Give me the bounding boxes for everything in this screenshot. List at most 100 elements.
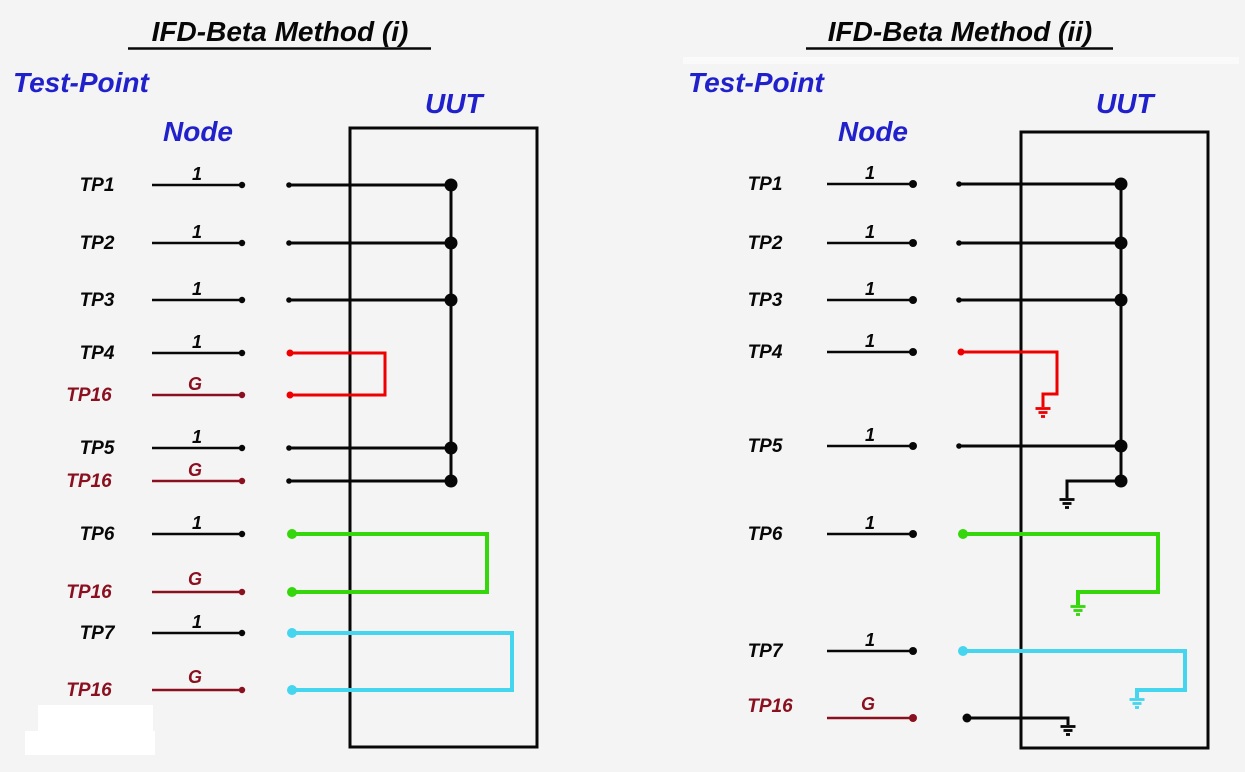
right-uut-box bbox=[1019, 130, 1210, 750]
right-row-tp6: TP6 1 bbox=[748, 513, 1160, 616]
left-header-test-point: Test-Point bbox=[13, 67, 151, 98]
left-row-tp4: TP4 1 bbox=[80, 332, 246, 364]
tp-label: TP7 bbox=[748, 641, 784, 662]
tp-label: TP4 bbox=[80, 343, 115, 364]
node-value: G bbox=[861, 694, 875, 714]
left-uut-box bbox=[348, 126, 539, 749]
erasure-patch bbox=[25, 731, 155, 755]
right-header-test-point: Test-Point bbox=[688, 67, 826, 98]
tp-label: TP2 bbox=[748, 233, 783, 254]
left-row-tp7: TP7 1 bbox=[80, 612, 246, 644]
ground-icon bbox=[1060, 725, 1076, 736]
right-row-tp5: TP5 1 bbox=[748, 425, 1128, 509]
tp-label: TP16 bbox=[66, 471, 112, 492]
left-row-tp1: TP1 1 bbox=[80, 164, 458, 196]
node-value: 1 bbox=[865, 163, 875, 183]
red-ground-wire bbox=[961, 350, 1059, 407]
node-end-dot bbox=[238, 477, 246, 485]
node-value: 1 bbox=[865, 630, 875, 650]
right-row-tp3: TP3 1 bbox=[748, 279, 1128, 311]
tp-label: TP7 bbox=[80, 623, 116, 644]
node-value: 1 bbox=[865, 279, 875, 299]
junction-dot bbox=[444, 293, 458, 307]
node-value: 1 bbox=[192, 164, 202, 184]
node-value: 1 bbox=[192, 612, 202, 632]
node-value: 1 bbox=[865, 331, 875, 351]
node-end-dot bbox=[909, 180, 917, 188]
ground-icon bbox=[1035, 407, 1051, 418]
junction-dot bbox=[1114, 236, 1128, 250]
tp-label: TP3 bbox=[80, 290, 115, 311]
node-end-dot bbox=[238, 444, 246, 452]
cyan-jumper-wire bbox=[292, 631, 514, 692]
tp-label: TP6 bbox=[748, 524, 783, 545]
tp-label: TP5 bbox=[80, 438, 115, 459]
node-value: 1 bbox=[865, 513, 875, 533]
left-header-uut: UUT bbox=[425, 88, 485, 119]
left-diagram: IFD-Beta Method (i) Test-Point Node UUT … bbox=[13, 16, 539, 755]
right-header-uut: UUT bbox=[1096, 88, 1156, 119]
black-ground-wire bbox=[967, 716, 1070, 725]
tp-label: TP4 bbox=[748, 342, 783, 363]
tp-label: TP16 bbox=[66, 582, 112, 603]
node-end-dot bbox=[238, 686, 246, 694]
node-end-dot bbox=[909, 239, 917, 247]
node-value: 1 bbox=[192, 222, 202, 242]
tp-label: TP1 bbox=[748, 174, 783, 195]
right-row-tp1: TP1 1 bbox=[748, 163, 1128, 195]
tp-label: TP16 bbox=[66, 680, 112, 701]
node-end-dot bbox=[909, 296, 917, 304]
node-value: G bbox=[188, 569, 202, 589]
left-red-jumper bbox=[286, 349, 387, 399]
tp-label: TP5 bbox=[748, 436, 783, 457]
ground-icon bbox=[1070, 605, 1086, 616]
tp-label: TP3 bbox=[748, 290, 783, 311]
tp-label: TP16 bbox=[747, 696, 793, 717]
node-end-dot bbox=[238, 629, 246, 637]
junction-dot bbox=[444, 441, 458, 455]
tp-label: TP2 bbox=[80, 233, 115, 254]
green-ground-wire bbox=[963, 532, 1160, 605]
node-value: 1 bbox=[192, 513, 202, 533]
node-value: 1 bbox=[192, 279, 202, 299]
node-end-dot bbox=[909, 714, 917, 722]
green-jumper-wire bbox=[292, 532, 489, 594]
node-value: G bbox=[188, 374, 202, 394]
left-header-node: Node bbox=[163, 116, 233, 147]
right-title: IFD-Beta Method (ii) bbox=[828, 16, 1092, 47]
right-diagram: IFD-Beta Method (ii) Test-Point Node UUT… bbox=[683, 16, 1239, 750]
left-row-tp2: TP2 1 bbox=[80, 222, 458, 254]
junction-dot bbox=[1114, 293, 1128, 307]
right-row-tp16: TP16 G bbox=[747, 694, 1076, 736]
erasure-patch bbox=[38, 705, 153, 731]
node-end-dot bbox=[909, 442, 917, 450]
node-end-dot bbox=[238, 239, 246, 247]
node-value: G bbox=[188, 460, 202, 480]
ground-spur-wire bbox=[1065, 479, 1121, 498]
left-row-tp6: TP6 1 bbox=[80, 513, 246, 545]
erasure-patch bbox=[683, 57, 1239, 64]
tp-label: TP6 bbox=[80, 524, 115, 545]
left-row-tp16-a: TP16 G bbox=[66, 374, 246, 406]
node-end-dot bbox=[238, 349, 246, 357]
node-value: 1 bbox=[865, 222, 875, 242]
left-row-tp16-c: TP16 G bbox=[66, 569, 246, 603]
node-value: 1 bbox=[192, 427, 202, 447]
red-jumper-wire bbox=[290, 351, 387, 397]
node-end-dot bbox=[238, 181, 246, 189]
node-end-dot bbox=[909, 530, 917, 538]
node-end-dot bbox=[909, 348, 917, 356]
junction-dot bbox=[444, 236, 458, 250]
left-row-tp5: TP5 1 bbox=[80, 427, 458, 459]
right-row-tp4: TP4 1 bbox=[748, 331, 1059, 418]
ground-icon bbox=[1129, 698, 1145, 709]
left-green-jumper bbox=[287, 529, 489, 597]
ground-icon bbox=[1059, 498, 1075, 509]
left-row-tp16-d: TP16 G bbox=[66, 667, 246, 701]
left-title: IFD-Beta Method (i) bbox=[152, 16, 409, 47]
node-value: 1 bbox=[865, 425, 875, 445]
right-row-tp7: TP7 1 bbox=[748, 630, 1187, 709]
